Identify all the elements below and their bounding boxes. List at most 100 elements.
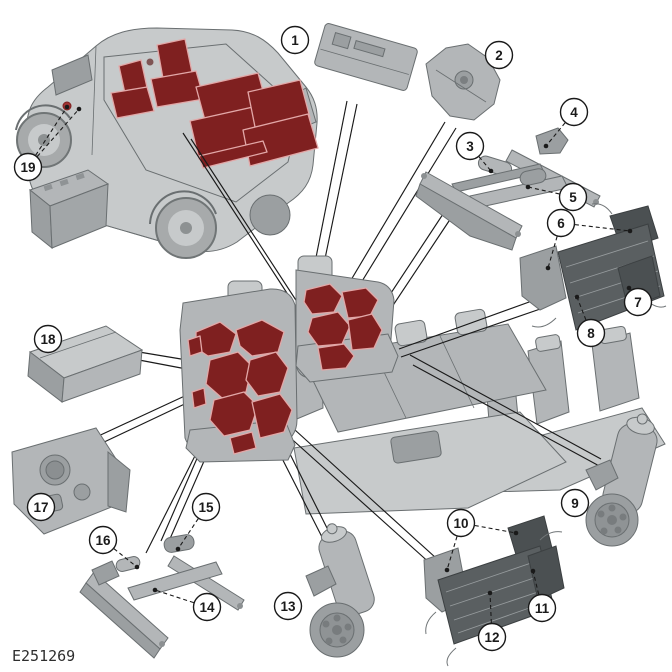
part-13-seat-motor xyxy=(305,523,375,658)
vehicle-roof-sensor xyxy=(146,58,154,66)
callout-3: 3 xyxy=(455,131,485,161)
part-2-mounting-bracket xyxy=(425,43,501,121)
callout-number-8: 8 xyxy=(587,326,595,341)
callout-number-13: 13 xyxy=(280,599,296,614)
callout-number-14: 14 xyxy=(199,600,215,615)
leader-dot-11 xyxy=(530,568,536,574)
callout-number-10: 10 xyxy=(453,516,468,531)
callout-circle-11 xyxy=(527,593,557,623)
callout-circle-2 xyxy=(484,40,514,70)
callout-12: 12 xyxy=(477,622,507,652)
leader-line-11 xyxy=(532,570,543,609)
callout-circle-9 xyxy=(560,488,590,518)
callout-9: 9 xyxy=(560,488,590,518)
leader-dot-6 xyxy=(545,265,551,271)
callout-circle-17 xyxy=(26,492,56,522)
callout-15: 15 xyxy=(191,492,221,522)
callout-circle-10 xyxy=(446,508,476,538)
seat-mechanism-highlight xyxy=(187,319,293,455)
seat-mechanism-highlight xyxy=(303,283,383,371)
leader-dot-12 xyxy=(487,590,493,596)
front-right-seat-exploded xyxy=(295,255,399,383)
callout-circle-4 xyxy=(559,97,589,127)
callout-number-18: 18 xyxy=(40,332,56,347)
callout-number-16: 16 xyxy=(95,533,111,548)
callout-circle-5 xyxy=(558,182,588,212)
callout-number-5: 5 xyxy=(569,190,577,205)
part-14-15-16-seat-track-assembly xyxy=(79,534,245,659)
part-4-small-bracket xyxy=(535,127,569,155)
leader-dot-19 xyxy=(64,104,70,110)
leader-line-3 xyxy=(469,145,492,172)
callout-circle-3 xyxy=(455,131,485,161)
callout-number-6: 6 xyxy=(557,216,565,231)
part-10-11-12-cushion-heater-mats xyxy=(423,515,565,667)
callout-circle-1 xyxy=(280,25,310,55)
part-1-seat-module xyxy=(314,23,418,91)
callout-circle-15 xyxy=(191,492,221,522)
callout-circle-12 xyxy=(477,622,507,652)
leader-dot-10 xyxy=(513,530,519,536)
callout-number-1: 1 xyxy=(291,33,299,48)
part-17-seat-switch-pack xyxy=(11,427,131,535)
callout-number-19: 19 xyxy=(20,160,35,175)
callout-5: 5 xyxy=(558,182,588,212)
callout-number-12: 12 xyxy=(484,630,499,645)
leader-dot-19 xyxy=(76,106,82,112)
leader-dot-16 xyxy=(134,564,140,570)
leader-dot-8 xyxy=(574,294,580,300)
leader-dot-6 xyxy=(627,228,633,234)
callout-number-17: 17 xyxy=(33,500,48,515)
callout-2: 2 xyxy=(484,40,514,70)
leader-line-19 xyxy=(27,106,68,168)
callout-8: 8 xyxy=(576,318,606,348)
leader-dot-7 xyxy=(626,285,632,291)
callout-11: 11 xyxy=(527,593,557,623)
callout-number-7: 7 xyxy=(634,295,642,310)
vehicle-rear-wheel xyxy=(155,197,217,259)
callout-circle-8 xyxy=(576,318,606,348)
callout-leader-lines xyxy=(27,104,639,638)
callout-17: 17 xyxy=(26,492,56,522)
callout-circle-16 xyxy=(88,525,118,555)
leader-line-6 xyxy=(560,222,631,232)
vehicle-rear-window xyxy=(51,54,93,96)
leader-dot-4 xyxy=(543,143,549,149)
callout-number-11: 11 xyxy=(535,601,550,616)
callout-16: 16 xyxy=(88,525,118,555)
callout-circle-13 xyxy=(273,591,303,621)
callout-number-15: 15 xyxy=(198,500,214,515)
callout-circle-14 xyxy=(192,592,222,622)
callout-1: 1 xyxy=(280,25,310,55)
part-19-control-module xyxy=(28,169,110,250)
leader-dot-15 xyxy=(175,546,181,552)
callout-13: 13 xyxy=(273,591,303,621)
part-9-seat-motor xyxy=(585,413,658,547)
callout-18: 18 xyxy=(33,324,63,354)
callout-number-3: 3 xyxy=(466,139,474,154)
callout-circle-18 xyxy=(33,324,63,354)
callout-number-2: 2 xyxy=(495,48,503,63)
callout-7: 7 xyxy=(623,287,653,317)
callout-6: 6 xyxy=(546,208,576,238)
leader-dot-5 xyxy=(525,184,531,190)
leader-dot-3 xyxy=(488,168,494,174)
callout-19: 19 xyxy=(13,152,43,182)
callout-4: 4 xyxy=(559,97,589,127)
leader-dot-10 xyxy=(444,567,450,573)
part-18-seat-control-module xyxy=(27,325,144,403)
callout-number-9: 9 xyxy=(571,496,579,511)
callout-10: 10 xyxy=(446,508,476,538)
callout-14: 14 xyxy=(192,592,222,622)
callout-number-4: 4 xyxy=(570,105,578,120)
front-left-seat-exploded xyxy=(179,280,298,463)
vehicle-far-wheel xyxy=(249,194,291,236)
callout-circle-19 xyxy=(13,152,43,182)
leader-line-19 xyxy=(27,108,80,168)
leader-dot-14 xyxy=(152,587,158,593)
callout-circle-7 xyxy=(623,287,653,317)
figure-code: E251269 xyxy=(12,647,75,665)
